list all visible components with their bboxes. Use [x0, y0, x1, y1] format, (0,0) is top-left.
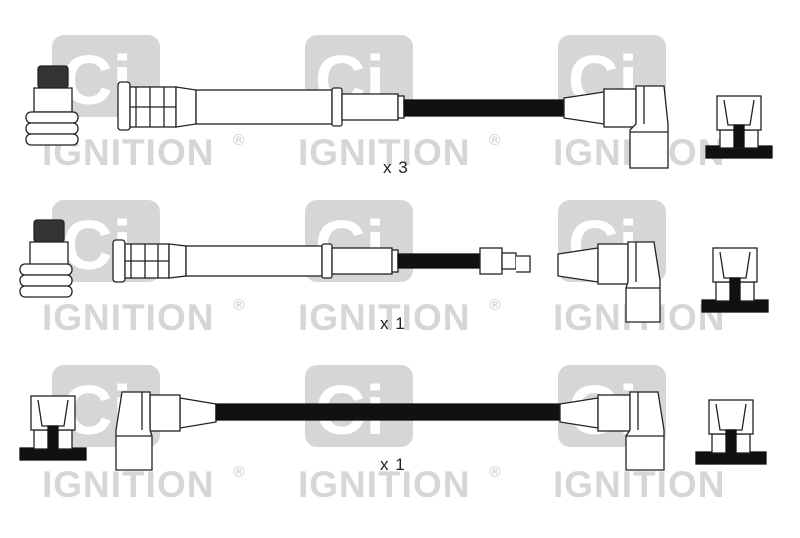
watermark-brand: IGNITION: [42, 297, 214, 338]
lead-row-1: [25, 65, 773, 169]
watermark-registered: ®: [233, 297, 246, 314]
cable: [403, 99, 565, 117]
coil-terminal: [695, 399, 767, 465]
watermark-layer: Ci Ci Ci IGNITION IGNITION IGNITION ® ® …: [42, 35, 725, 505]
lead-row-2: [19, 219, 769, 323]
cable: [215, 403, 561, 421]
rod-boot: [117, 81, 405, 131]
coil-terminal: [705, 95, 773, 159]
lead-row-3: [19, 391, 767, 471]
cable: [397, 253, 481, 269]
watermark-registered: ®: [489, 297, 502, 314]
angled-boot: [563, 85, 669, 169]
plug-connector: [25, 65, 79, 146]
watermark-brand: IGNITION: [298, 464, 470, 505]
angled-boot: [557, 241, 661, 323]
plug-connector: [19, 219, 73, 298]
watermark-registered: ®: [233, 464, 246, 481]
watermark-registered: ®: [233, 132, 246, 149]
quantity-label-row-2: x 1: [380, 314, 406, 333]
watermark-registered: ®: [489, 464, 502, 481]
angled-boot: [115, 391, 217, 471]
rod-boot: [112, 239, 399, 283]
quantity-label-row-3: x 1: [380, 455, 406, 474]
watermark-brand: IGNITION: [298, 132, 470, 173]
watermark-brand: IGNITION: [298, 297, 470, 338]
small-connector: [479, 247, 531, 275]
coil-terminal: [19, 395, 87, 461]
watermark-brand: IGNITION: [553, 464, 725, 505]
quantity-label-row-1: x 3: [383, 158, 409, 177]
watermark-brand: IGNITION: [42, 464, 214, 505]
angled-boot: [559, 391, 665, 471]
watermark-registered: ®: [489, 132, 502, 149]
coil-terminal: [701, 247, 769, 313]
